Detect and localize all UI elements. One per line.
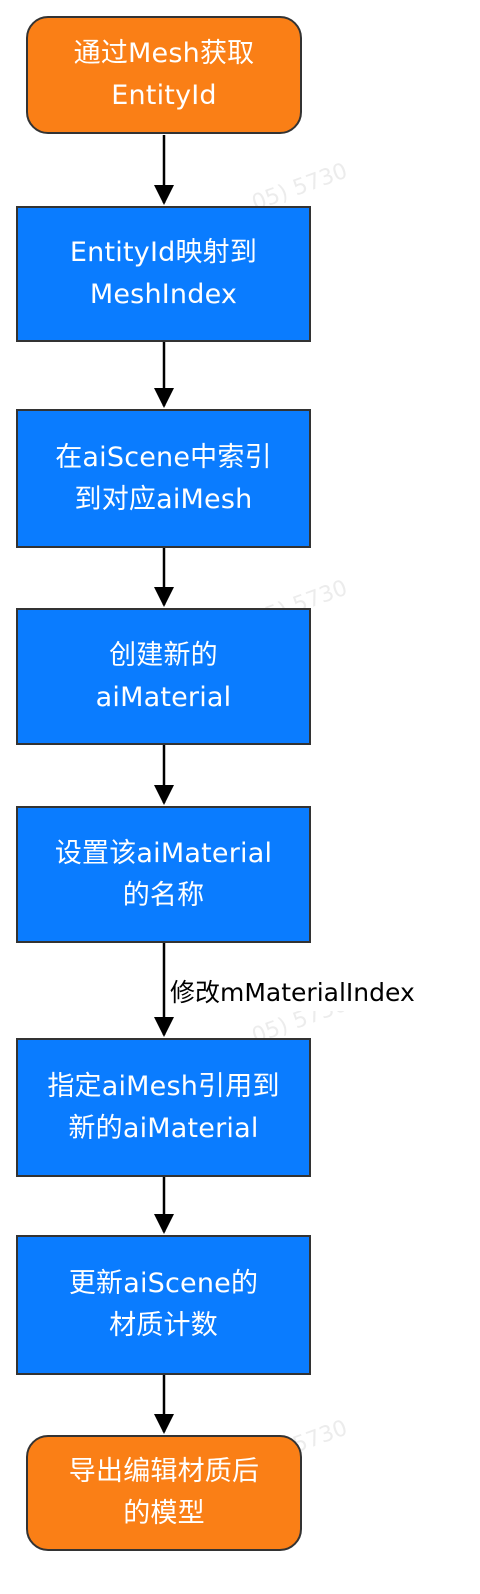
node-text-line: aiMaterial bbox=[95, 681, 232, 713]
node-text-line: 在aiScene中索引 bbox=[55, 441, 272, 473]
flow-node-set-name: 设置该aiMaterial 的名称 bbox=[16, 806, 311, 943]
node-text-line: 的模型 bbox=[123, 1498, 205, 1529]
flow-node-map-index: EntityId映射到 MeshIndex bbox=[16, 206, 311, 342]
flow-node-assign-material: 指定aiMesh引用到 新的aiMaterial bbox=[16, 1038, 311, 1177]
flow-node-end: 导出编辑材质后 的模型 bbox=[26, 1435, 302, 1551]
node-text-line: 通过Mesh获取 bbox=[73, 38, 255, 69]
node-text-line: EntityId映射到 bbox=[69, 237, 258, 268]
node-text-line: 更新aiScene的 bbox=[68, 1268, 259, 1299]
node-text-line: 的名称 bbox=[122, 879, 205, 911]
flow-node-start: 通过Mesh获取 EntityId bbox=[26, 16, 302, 134]
node-text-line: 指定aiMesh引用到 bbox=[47, 1070, 280, 1102]
node-text-line: MeshIndex bbox=[89, 279, 238, 310]
node-text-line: 新的aiMaterial bbox=[68, 1112, 259, 1144]
node-text-line: 材质计数 bbox=[109, 1310, 218, 1341]
node-text-line: 设置该aiMaterial bbox=[54, 837, 273, 869]
flow-node-create-material: 创建新的 aiMaterial bbox=[16, 608, 311, 745]
node-text-line: 创建新的 bbox=[109, 639, 218, 671]
flow-node-update-count: 更新aiScene的 材质计数 bbox=[16, 1235, 311, 1375]
flow-node-lookup-mesh: 在aiScene中索引 到对应aiMesh bbox=[16, 409, 311, 548]
node-text-line: 导出编辑材质后 bbox=[68, 1456, 260, 1487]
node-text-line: 到对应aiMesh bbox=[74, 483, 253, 515]
edge-label-set-name-to-assign-material: 修改mMaterialIndex bbox=[170, 975, 415, 1011]
node-text-line: EntityId bbox=[111, 80, 217, 111]
